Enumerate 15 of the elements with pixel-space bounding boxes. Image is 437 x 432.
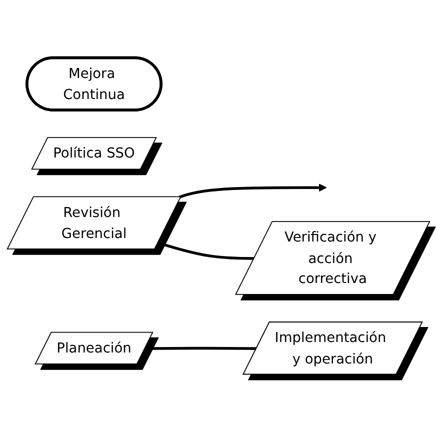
ellipse-node <box>26 56 162 112</box>
arrow <box>178 184 327 198</box>
node-label: Política SSO <box>53 144 135 164</box>
connector-line <box>145 346 257 350</box>
node-label: Planeación <box>56 338 132 358</box>
parallelogram-node <box>6 196 182 250</box>
parallelogram-node <box>34 332 154 364</box>
node-label: Mejora Continua <box>62 64 126 104</box>
parallelogram-node <box>242 322 423 375</box>
connector-line <box>158 242 254 260</box>
parallelogram-node <box>31 137 157 170</box>
node-label: Verificación y acción correctiva <box>284 228 378 289</box>
node-label: Implementación y operación <box>274 328 388 368</box>
node-label: Revisión Gerencial <box>60 203 128 244</box>
parallelogram-node <box>234 221 430 295</box>
